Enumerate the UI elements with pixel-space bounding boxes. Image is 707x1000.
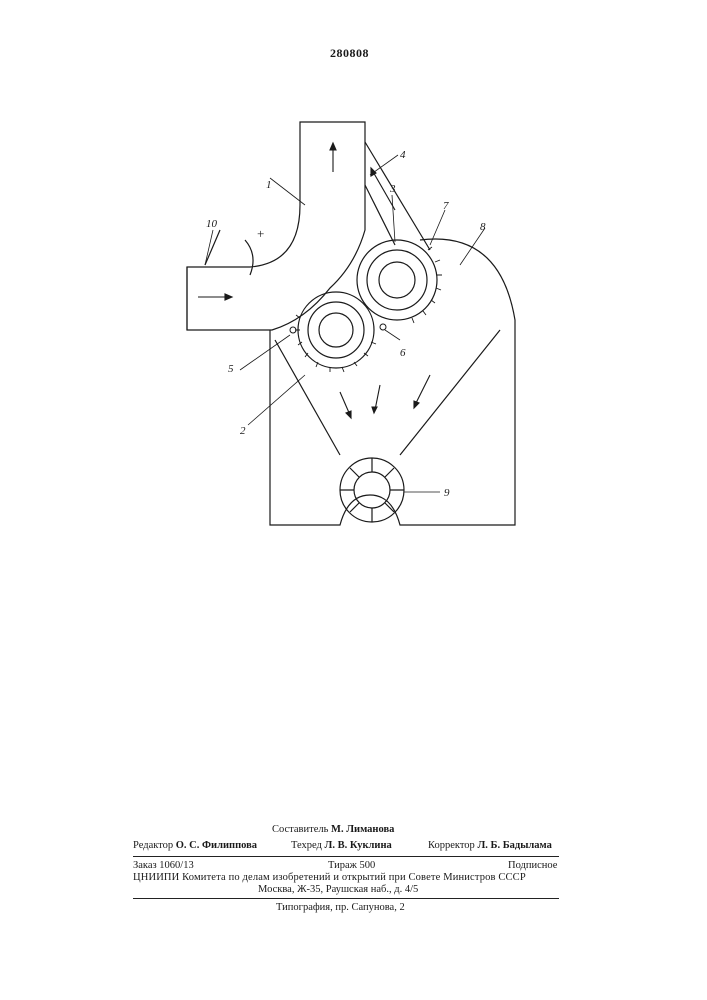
techred-role: Техред: [291, 840, 322, 851]
address-text: Москва, Ж-35, Раушская наб., д. 4/5: [258, 884, 418, 895]
label-5: 5: [228, 363, 234, 375]
circulation-text: Тираж 500: [328, 860, 375, 871]
drum-upper-inner: [379, 262, 415, 298]
drum-lower-mid: [308, 302, 364, 358]
divider-rule: [133, 856, 559, 857]
order-text: Заказ 1060/13: [133, 860, 194, 871]
drum-upper-mid: [367, 250, 427, 310]
corrector-name: Л. Б. Бадылама: [477, 840, 551, 851]
techred-name: Л. В. Куклина: [325, 840, 392, 851]
drum-lower-outer: [298, 292, 374, 368]
label-4: 4: [400, 149, 406, 161]
outlet-channel: [365, 142, 430, 250]
label-plus: +: [257, 226, 264, 241]
institute-text: ЦНИИПИ Комитета по делам изобретений и о…: [133, 872, 526, 883]
label-9: 9: [444, 487, 450, 499]
corrector-role: Корректор: [428, 840, 475, 851]
label-10: 10: [206, 218, 218, 230]
compiler-line: Составитель М. Лиманова: [272, 824, 394, 835]
funnel-right: [400, 330, 500, 455]
label-1: 1: [266, 179, 272, 191]
divider-rule-2: [133, 898, 559, 899]
editor-name: О. С. Филиппова: [176, 840, 257, 851]
editor-line: Редактор О. С. Филиппова: [133, 840, 257, 851]
drum-lower-inner: [319, 313, 353, 347]
rotor-inner: [354, 472, 390, 508]
label-2: 2: [240, 425, 246, 437]
label-6: 6: [400, 347, 406, 359]
editor-role: Редактор: [133, 840, 173, 851]
label-3: 3: [389, 183, 396, 195]
corrector-line: Корректор Л. Б. Бадылама: [428, 840, 552, 851]
drum-upper-outer: [357, 240, 437, 320]
compiler-name: М. Лиманова: [331, 824, 394, 835]
techred-line: Техред Л. В. Куклина: [291, 840, 392, 851]
subscription-text: Подписное: [508, 860, 557, 871]
compiler-role: Составитель: [272, 824, 328, 835]
label-8: 8: [480, 221, 486, 233]
housing: [270, 239, 515, 525]
printing-text: Типография, пр. Сапунова, 2: [276, 902, 405, 913]
flap: [205, 230, 220, 265]
label-7: 7: [443, 200, 449, 212]
